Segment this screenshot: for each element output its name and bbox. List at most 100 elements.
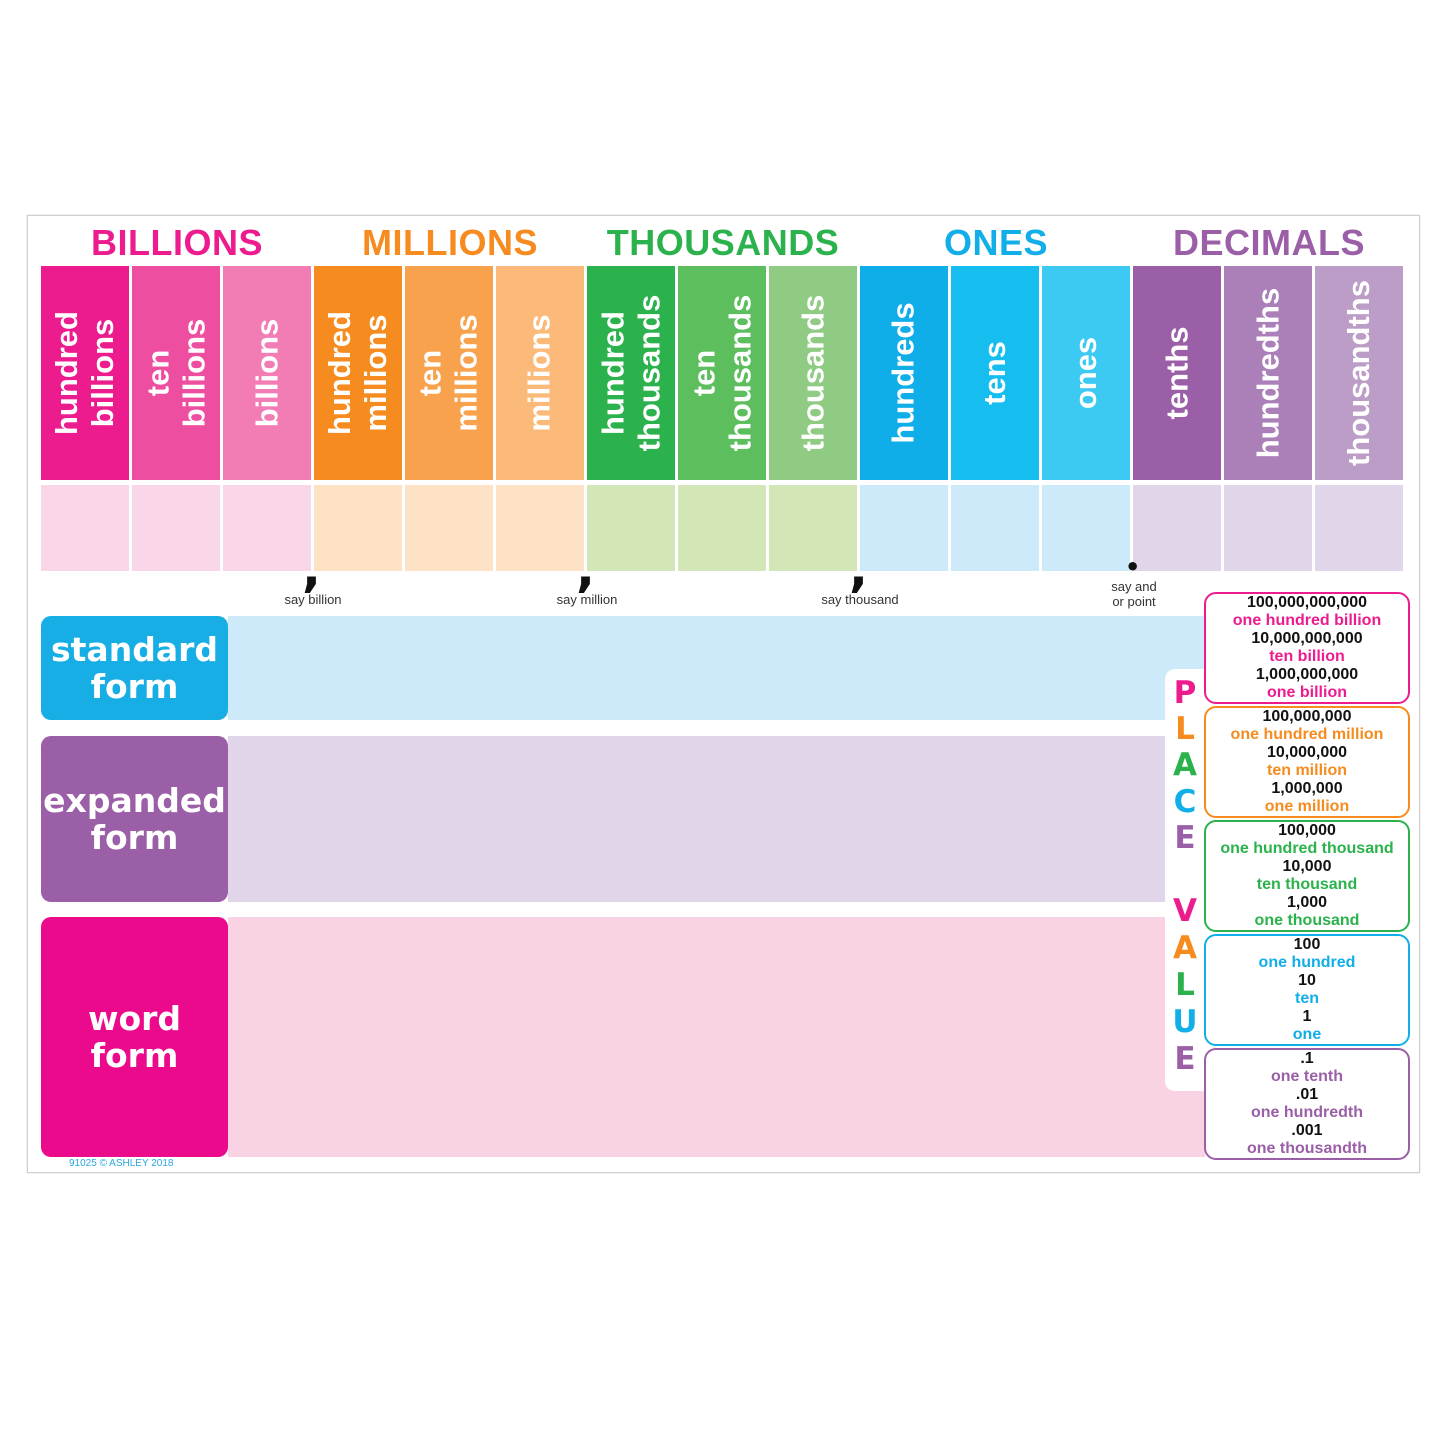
- column-label: ones: [1067, 336, 1103, 410]
- place-value-words: one thousand: [1254, 912, 1360, 929]
- column-hundred-millions: hundred millions: [314, 266, 402, 480]
- digit-cell-ten-thousands[interactable]: [678, 485, 766, 571]
- place-value-number: 1: [1302, 1008, 1312, 1025]
- place-value-words: one: [1292, 1026, 1322, 1043]
- say-billion-label: say billion: [284, 592, 342, 607]
- place-value-words: ten billion: [1269, 648, 1345, 665]
- column-ones: ones: [1042, 266, 1130, 480]
- digit-cell-tens[interactable]: [951, 485, 1039, 571]
- place-value-words: one tenth: [1271, 1068, 1343, 1085]
- group-title-billions: BILLIONS: [91, 222, 263, 263]
- digit-cell-ten-billions[interactable]: [132, 485, 220, 571]
- say-and-or-point-label: say and or point: [1111, 579, 1157, 609]
- place-value-number: 1,000,000: [1271, 780, 1343, 797]
- standard-form-label: standard form: [41, 616, 228, 720]
- digit-cell-hundred-billions[interactable]: [41, 485, 129, 571]
- column-hundred-thousands: hundred thousands: [587, 266, 675, 480]
- expanded-form-area[interactable]: [228, 736, 1205, 902]
- column-tens: tens: [951, 266, 1039, 480]
- digit-cell-thousands[interactable]: [769, 485, 857, 571]
- column-hundredths: hundredths: [1224, 266, 1312, 480]
- column-label: ten millions: [413, 314, 485, 432]
- column-label: hundred thousands: [595, 294, 667, 452]
- digit-cell-tenths[interactable]: [1133, 485, 1221, 571]
- place-value-letter: C: [1173, 784, 1197, 820]
- place-value-letter: E: [1174, 820, 1196, 856]
- column-tenths: tenths: [1133, 266, 1221, 480]
- column-label: tenths: [1159, 326, 1194, 420]
- place-value-letter: U: [1172, 1004, 1198, 1040]
- group-title-ones: ONES: [943, 222, 1049, 263]
- place-value-words: one hundred thousand: [1220, 840, 1394, 857]
- column-label: thousandths: [1341, 280, 1376, 466]
- column-thousandths: thousandths: [1315, 266, 1403, 480]
- place-value-letter: E: [1174, 1041, 1196, 1077]
- place-value-letter: A: [1173, 747, 1197, 783]
- column-label: ten billions: [140, 318, 211, 428]
- column-label: tens: [977, 341, 1012, 405]
- digit-cell-millions[interactable]: [496, 485, 584, 571]
- column-hundred-billions: hundred billions: [41, 266, 129, 480]
- place-value-letter: V: [1173, 893, 1197, 929]
- column-billions: billions: [223, 266, 311, 480]
- column-millions: millions: [496, 266, 584, 480]
- group-title-thousands: THOUSANDS: [606, 222, 840, 263]
- copyright-text: 91025 © ASHLEY 2018: [69, 1158, 174, 1169]
- place-value-number: 10,000,000,000: [1251, 630, 1363, 647]
- place-value-number: .1: [1300, 1050, 1314, 1067]
- digit-cell-hundred-millions[interactable]: [314, 485, 402, 571]
- column-label: ten thousands: [686, 294, 758, 452]
- word-form-label: word form: [41, 917, 228, 1157]
- place-value-number: 100: [1293, 936, 1321, 953]
- place-value-box-decimals: .1 one tenth .01 one hundredth .001 one …: [1204, 1048, 1410, 1160]
- digit-cell-hundredths[interactable]: [1224, 485, 1312, 571]
- place-value-number: 100,000: [1278, 822, 1336, 839]
- column-label: millions: [522, 314, 558, 432]
- place-value-words: ten: [1295, 990, 1319, 1007]
- column-thousands: thousands: [769, 266, 857, 480]
- place-value-letter: A: [1173, 930, 1197, 966]
- place-value-number: 100,000,000: [1262, 708, 1352, 725]
- digit-cell-ones[interactable]: [1042, 485, 1130, 571]
- standard-form-area[interactable]: [228, 616, 1205, 720]
- column-hundreds: hundreds: [860, 266, 948, 480]
- column-label: hundreds: [886, 302, 922, 444]
- place-value-words: one billion: [1267, 684, 1347, 701]
- place-value-box-billions: 100,000,000,000 one hundred billion 10,0…: [1204, 592, 1410, 704]
- place-value-letter: P: [1173, 675, 1197, 711]
- digit-cell-billions[interactable]: [223, 485, 311, 571]
- place-value-title-panel: [1165, 669, 1205, 1091]
- say-thousand-label: say thousand: [821, 592, 899, 607]
- group-title-decimals: DECIMALS: [1173, 222, 1365, 263]
- digit-cell-ten-millions[interactable]: [405, 485, 493, 571]
- column-ten-millions: ten millions: [405, 266, 493, 480]
- say-million-label: say million: [556, 592, 618, 607]
- comma-mark-billion: ,: [302, 540, 321, 598]
- place-value-words: ten million: [1267, 762, 1347, 779]
- column-label: thousands: [795, 294, 831, 452]
- column-label: hundredths: [1250, 287, 1285, 459]
- expanded-form-label: expanded form: [41, 736, 228, 902]
- digit-cell-hundred-thousands[interactable]: [587, 485, 675, 571]
- place-value-number: 100,000,000,000: [1246, 594, 1368, 611]
- comma-mark-million: ,: [576, 540, 595, 598]
- place-value-number: 10,000: [1282, 858, 1332, 875]
- column-ten-billions: ten billions: [132, 266, 220, 480]
- place-value-number: 1,000: [1286, 894, 1328, 911]
- decimal-point-mark: •: [1125, 553, 1141, 581]
- place-value-number: 10: [1298, 972, 1316, 989]
- place-value-number: 10,000,000: [1266, 744, 1348, 761]
- place-value-letter: L: [1175, 967, 1195, 1003]
- place-value-words: one hundredth: [1251, 1104, 1363, 1121]
- column-ten-thousands: ten thousands: [678, 266, 766, 480]
- digit-cell-hundreds[interactable]: [860, 485, 948, 571]
- digit-cell-thousandths[interactable]: [1315, 485, 1403, 571]
- comma-mark-thousand: ,: [849, 540, 868, 598]
- place-value-number: 1,000,000,000: [1255, 666, 1359, 683]
- column-label: billions: [249, 318, 284, 428]
- word-form-area[interactable]: [228, 917, 1205, 1157]
- place-value-words: ten thousand: [1256, 876, 1358, 893]
- place-value-words: one hundred billion: [1232, 612, 1382, 629]
- place-value-letter: L: [1175, 711, 1195, 747]
- column-label: hundred billions: [49, 311, 120, 435]
